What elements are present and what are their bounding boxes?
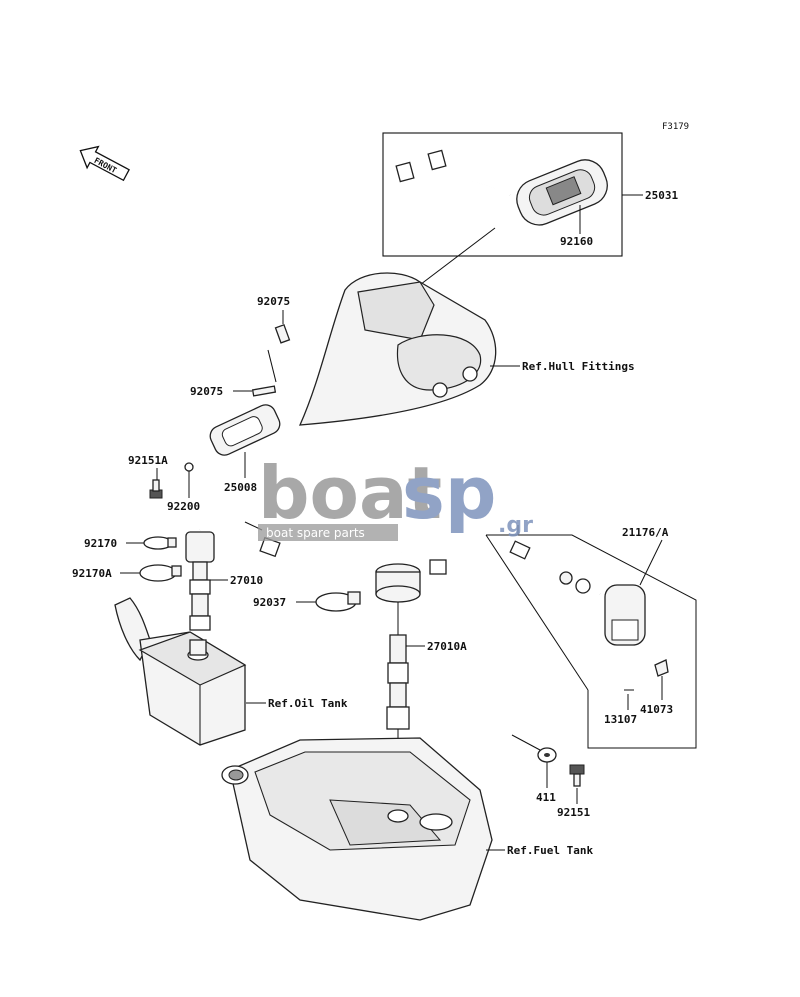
sensor-25008-shape [209, 404, 281, 456]
fuel-tank-shape [221, 737, 493, 921]
watermark-brand-b: sp [402, 451, 496, 535]
label-92200: 92200 [167, 500, 200, 513]
label-92151: 92151 [557, 806, 590, 819]
clamp-92037-icon [315, 591, 361, 612]
ref-hull-fittings: Ref.Hull Fittings [522, 360, 635, 373]
hull-fitting-shape [298, 272, 497, 426]
clamp-92170A-icon [139, 564, 182, 582]
label-92075-bottom: 92075 [190, 385, 223, 398]
label-92075-top: 92075 [257, 295, 290, 308]
label-41073: 41073 [640, 703, 673, 716]
ref-oil-tank: Ref.Oil Tank [268, 697, 348, 710]
label-92160: 92160 [560, 235, 593, 248]
watermark-tagline: boat spare parts [266, 526, 365, 540]
clip-92075-top [274, 323, 291, 344]
oil-tank-shape [114, 597, 247, 746]
label-25008: 25008 [224, 481, 257, 494]
label-27010: 27010 [230, 574, 263, 587]
meter-assembly-group: 25031 92160 [382, 132, 678, 257]
label-411: 411 [536, 791, 556, 804]
sender-27010A-shape [375, 546, 447, 730]
bolt-92151-icon [569, 764, 585, 787]
watermark-tld: .gr [498, 513, 533, 538]
clip-92075-bottom [251, 385, 277, 397]
bolt-92151A-icon [149, 479, 163, 499]
label-25031: 25031 [645, 189, 678, 202]
front-arrow-icon: FRONT [79, 145, 130, 182]
clip-41073-icon [654, 659, 669, 677]
washer-92200-icon [184, 462, 194, 472]
ref-fuel-tank: Ref.Fuel Tank [507, 844, 593, 857]
label-92170: 92170 [84, 537, 117, 550]
label-92151A: 92151A [128, 454, 168, 467]
clamp-92170-icon [143, 536, 177, 550]
watermark-brand-a: boat [258, 451, 442, 535]
label-21176A: 21176/A [622, 526, 669, 539]
sensor-21176A-group [485, 525, 697, 749]
sender-27010-shape [185, 513, 281, 631]
watermark-logo: boat sp .gr boat spare parts [258, 451, 533, 541]
label-92037: 92037 [253, 596, 286, 609]
figure-id: F3179 [662, 122, 689, 132]
label-92170A: 92170A [72, 567, 112, 580]
label-13107: 13107 [604, 713, 637, 726]
label-27010A: 27010A [427, 640, 467, 653]
